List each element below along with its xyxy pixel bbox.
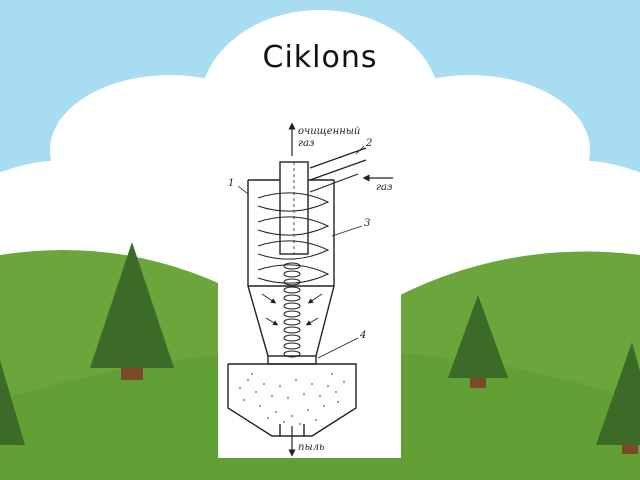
swirl-flow — [257, 192, 330, 284]
dust-bunker — [227, 363, 357, 437]
spiral-coil — [283, 262, 301, 358]
cyclone-diagram: очищенный газ газ — [218, 118, 401, 458]
clean-gas-label: очищенный — [298, 126, 360, 137]
cyclone-body — [247, 179, 335, 365]
part-number-3: 3 — [364, 218, 370, 229]
exhaust-tube — [279, 161, 309, 255]
clean-gas-label-2: газ — [298, 138, 314, 149]
part-number-1: 1 — [228, 178, 234, 189]
part-number-4: 4 — [359, 330, 366, 341]
slide-title: Ciklons — [262, 40, 378, 75]
inlet-pipe — [309, 147, 367, 193]
tree-right-mid — [448, 295, 508, 388]
gas-in-label: газ — [376, 182, 392, 193]
tree-left-edge — [0, 360, 25, 445]
part-number-2: 2 — [365, 138, 372, 149]
tree-right-edge — [596, 342, 640, 454]
dust-out-label: пыль — [298, 442, 324, 453]
tree-left-large — [90, 242, 174, 380]
dust-particles — [239, 373, 345, 425]
side-flow-arrows — [261, 293, 323, 326]
